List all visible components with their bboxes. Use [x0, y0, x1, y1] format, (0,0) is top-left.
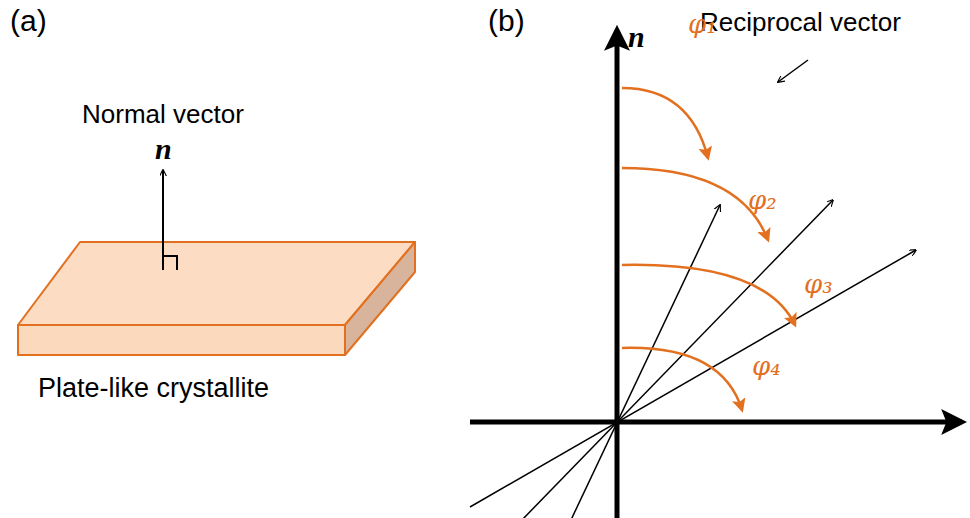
reciprocal-vectors	[470, 200, 916, 518]
callout-label: Reciprocal vector	[700, 8, 901, 37]
right-angle-mark	[163, 256, 177, 270]
part-name: Plate-like crystallite	[38, 374, 269, 404]
vector-symbol: n	[628, 20, 645, 53]
angle-label: φ₂	[748, 186, 777, 215]
axis-title: Normal vector	[82, 100, 244, 129]
n-axis	[615, 30, 620, 518]
angle-label: φ₁	[688, 10, 717, 39]
plate-crystallite	[18, 242, 415, 355]
leader-arrow	[778, 60, 808, 82]
panel-label: (a)	[10, 4, 47, 37]
horizontal-axis	[470, 420, 962, 425]
angle-label: φ₃	[804, 270, 833, 299]
angle-arcs	[622, 88, 795, 410]
angle-label: φ₄	[752, 352, 781, 381]
panel-label: (b)	[488, 4, 525, 37]
vector-symbol: n	[155, 132, 172, 165]
